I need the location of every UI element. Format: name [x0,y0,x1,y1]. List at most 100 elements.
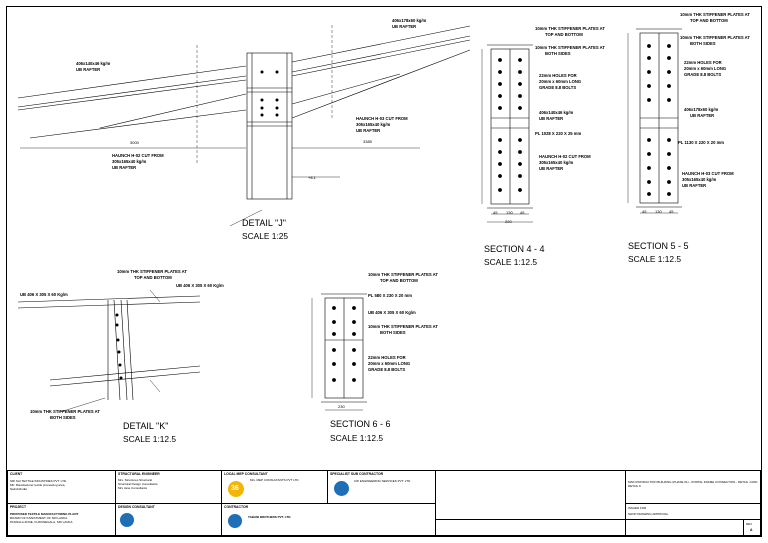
k-note-f: BOTH SIDES [50,415,76,420]
tb-rev-label: REV [746,522,753,526]
s55-note-k: HAUNCH H-03 CUT FROM [682,171,734,176]
detail-j-drawing [17,25,471,227]
j-haunch-left-3: UB RAFTER [112,165,137,170]
k-note-d: UB 406 X 305 X 60 Kg/m [176,283,224,288]
s55-note-g: GRADE 8.8 BOLTS [684,72,722,77]
specialist-logo-icon [334,481,349,496]
s44-dim-2: 130 [506,210,513,215]
design-logo-icon [120,513,134,527]
j-rafter-right-type: UB RAFTER [392,24,417,29]
s55-note-c: 10mm THK STIFFENER PLATES AT [680,35,750,40]
s44-note-d: BOTH SIDES [545,51,571,56]
s66-note-f: BOTH SIDES [380,330,406,335]
j-haunch-right-1: HAUNCH H-03 CUT FROM [356,116,408,121]
j-rafter-left-label: 406x140x46 kg/m [76,61,111,66]
s55-note-l: 305x165x40 kg/m [682,177,717,182]
k-note-a: 10mm THK STIFFENER PLATES AT [117,269,187,274]
tb-design: DESIGN CONSULTANT [116,504,222,536]
j-dim-right: 3385 [363,139,372,144]
tb-logo-seal: 36 [231,485,239,492]
s44-note-c: 10mm THK STIFFENER PLATES AT [535,45,605,50]
s44-note-l: 305x165x40 kg/m [539,160,574,165]
tb-client-heading: CLIENT [10,472,23,476]
k-note-b: TOP AND BOTTOM [134,275,172,280]
tb-local-line1: M/s. MEP CONSULTANTS PVT LTD [250,478,299,482]
section-4-4-scale: SCALE 1:12.5 [484,257,538,267]
tb-project-line3: PANNALA ZONE, KURUNEGALA, SRI LANKA [10,520,73,524]
detail-j-title: DETAIL "J" [242,218,286,228]
s44-note-f: 20mm x 60mm LONG [539,79,582,84]
s66-note-b: TOP AND BOTTOM [380,278,418,283]
s66-note-i: GRADE 8.8 BOLTS [368,367,406,372]
s55-note-e: 22mm HOLES FOR [684,60,722,65]
tb-revision-table [436,471,626,520]
s66-dim: 230 [338,404,345,409]
tb-structural-line1: Mrs. Structures Structural [118,478,153,482]
j-haunch-right-3: UB RAFTER [356,128,381,133]
section-5-5-scale: SCALE 1:12.5 [628,254,682,264]
s55-note-j: PL 1130 X 220 X 20 mm [678,140,725,145]
s55-note-b: TOP AND BOTTOM [690,18,728,23]
tb-issued: ISSUED FOR SHOP DRAWING APPROVAL [626,504,762,520]
tb-client-line1: SRI SAI TEXTILE INDUSTRIES PVT. LTD. [10,479,67,483]
tb-contractor-heading: CONTRACTOR [224,505,249,509]
tb-specialist-heading: SPECIALIST SUB CONTRACTOR [330,472,384,476]
s44-note-g: GRADE 8.8 BOLTS [539,85,577,90]
s44-dim-1: 45 [493,210,498,215]
s55-dim-1: 45 [642,209,647,214]
section-6-6-title: SECTION 6 - 6 [330,419,391,429]
detail-k-title: DETAIL "K" [123,421,169,431]
section-4-4-title: SECTION 4 - 4 [484,244,545,254]
s44-note-e: 22mm HOLES FOR [539,73,577,78]
j-level: +8.1 [308,175,316,180]
tb-contractor: CONTRACTOR TABANI BROTHERS PVT. LTD. [222,504,436,536]
s44-note-h: 406x140x46 kg/m [539,110,574,115]
s66-note-d: UB 406 X 305 X 60 Kg/m [368,310,416,315]
j-haunch-left-1: HAUNCH H-02 CUT FROM [112,153,164,158]
tb-issued-label: ISSUED FOR [628,506,647,510]
tb-design-heading: DESIGN CONSULTANT [118,505,155,509]
j-rafter-right-label: 406x178x60 kg/m [392,18,427,23]
tb-specialist-line1: CW ENGINEERING SERVICES PVT. LTD [354,479,411,483]
s66-note-e: 10mm THK STIFFENER PLATES AT [368,324,438,329]
consultant-logo-icon [228,481,244,497]
detail-k-drawing [17,289,201,413]
title-block: CLIENT SRI SAI TEXTILE INDUSTRIES PVT. L… [7,470,762,536]
s55-note-a: 10mm THK STIFFENER PLATES AT [680,12,750,17]
tb-client-line3: Nairobi/India [10,487,27,491]
contractor-logo-icon [228,514,242,528]
s44-note-a: 10mm THK STIFFENER PLATES AT [535,26,605,31]
detail-j-scale: SCALE 1:25 [242,231,289,241]
tb-project-line1: PROPOSED TEXTILE MANUFACTURING PLANT [10,512,79,516]
tb-project-heading: PROJECT [10,505,27,509]
tb-structural-line2: Structural Design Consultants [118,482,158,486]
tb-structural-line3: Mrs Jane Consultants [118,486,148,490]
j-dim-left: 3000 [130,140,139,145]
section-4-4-drawing [481,44,533,223]
k-note-e: 10mm THK STIFFENER PLATES AT [30,409,100,414]
section-5-5-drawing [627,28,682,214]
s66-note-h: 20mm x 60mm LONG [368,361,411,366]
tb-client: CLIENT SRI SAI TEXTILE INDUSTRIES PVT. L… [8,471,116,504]
tb-local-heading: LOCAL MEP CONSULTANT [224,472,268,476]
j-haunch-right-2: 305x165x40 kg/m [356,122,391,127]
s44-dim-3: 45 [520,210,525,215]
s44-note-m: UB RAFTER [539,166,564,171]
tb-signatures [436,520,626,536]
s55-dim-2: 130 [655,209,662,214]
j-haunch-left-2: 305x165x40 kg/m [112,159,147,164]
tb-rev: REV A [744,520,762,536]
tb-drawing-title: MAIN PRODUCTION BUILDING (PHASE 01) - PO… [626,471,762,504]
k-note-c: UB 406 X 305 X 60 Kg/m [20,292,68,297]
tb-specialist: SPECIALIST SUB CONTRACTOR CW ENGINEERING… [328,471,436,504]
s44-dim-4: 220 [505,219,512,224]
tb-local-mep: LOCAL MEP CONSULTANT 36 M/s. MEP CONSULT… [222,471,328,504]
s44-note-k: HAUNCH H-02 CUT FROM [539,154,591,159]
s66-note-c: PL 580 X 230 X 20 mm [368,293,412,298]
tb-rev-value: A [750,528,753,532]
s55-note-f: 20mm x 60mm LONG [684,66,727,71]
tb-structural-heading: STRUCTURAL ENGINEER [118,472,160,476]
tb-project: PROJECT PROPOSED TEXTILE MANUFACTURING P… [8,504,116,536]
detail-k-scale: SCALE 1:12.5 [123,434,177,444]
